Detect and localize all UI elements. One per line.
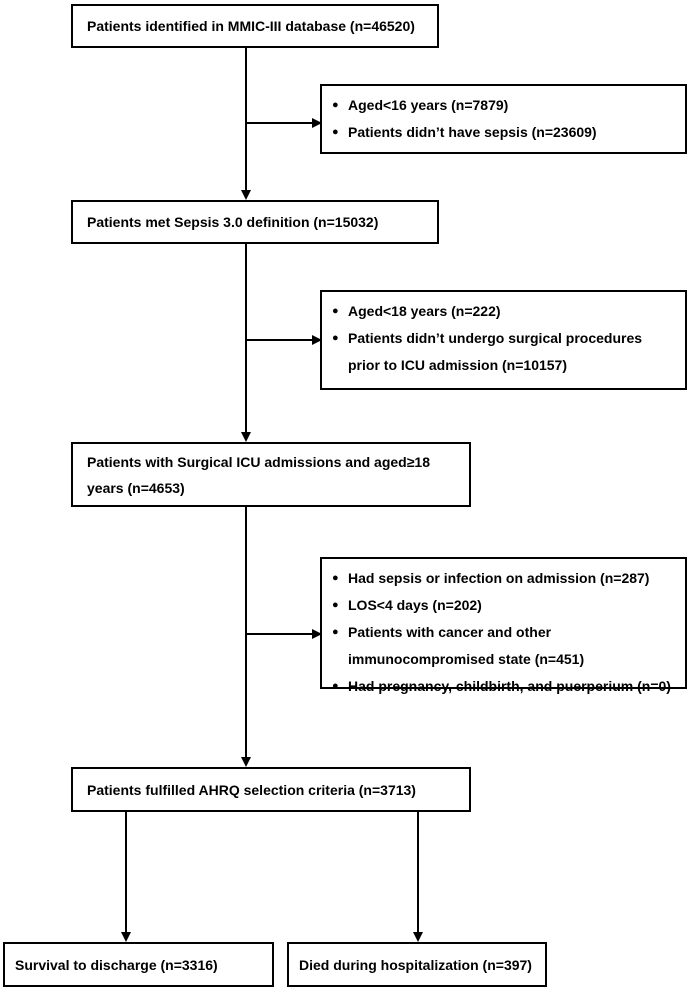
box-died: Died during hospitalization (n=397) xyxy=(287,942,547,987)
box-survival: Survival to discharge (n=3316) xyxy=(3,942,274,987)
exclusion-box-2: Aged<18 years (n=222) Patients didn’t un… xyxy=(320,290,687,390)
box-survival-text: Survival to discharge (n=3316) xyxy=(15,956,218,973)
exclusion-3-item: Had pregnancy, childbirth, and puerperiu… xyxy=(332,673,675,700)
exclusion-3-item: Had sepsis or infection on admission (n=… xyxy=(332,565,675,592)
exclusion-2-item: Patients didn’t undergo surgical procedu… xyxy=(332,325,675,379)
exclusion-1-item: Aged<16 years (n=7879) xyxy=(332,92,675,119)
box-identified-text: Patients identified in MMIC-III database… xyxy=(87,18,415,34)
exclusion-3-item: LOS<4 days (n=202) xyxy=(332,592,675,619)
exclusion-2-item: Aged<18 years (n=222) xyxy=(332,298,675,325)
box-ahrq: Patients fulfilled AHRQ selection criter… xyxy=(71,767,471,812)
box-sepsis3: Patients met Sepsis 3.0 definition (n=15… xyxy=(71,200,439,244)
exclusion-box-1: Aged<16 years (n=7879) Patients didn’t h… xyxy=(320,84,687,154)
box-ahrq-text: Patients fulfilled AHRQ selection criter… xyxy=(87,781,416,798)
exclusion-3-item: Patients with cancer and other immunocom… xyxy=(332,619,675,673)
box-surgical-icu-text: Patients with Surgical ICU admissions an… xyxy=(87,453,430,496)
exclusion-1-item: Patients didn’t have sepsis (n=23609) xyxy=(332,119,675,146)
box-surgical-icu: Patients with Surgical ICU admissions an… xyxy=(71,442,471,507)
box-died-text: Died during hospitalization (n=397) xyxy=(299,956,532,973)
box-identified: Patients identified in MMIC-III database… xyxy=(71,4,439,48)
box-sepsis3-text: Patients met Sepsis 3.0 definition (n=15… xyxy=(87,214,379,230)
exclusion-box-3: Had sepsis or infection on admission (n=… xyxy=(320,557,687,700)
